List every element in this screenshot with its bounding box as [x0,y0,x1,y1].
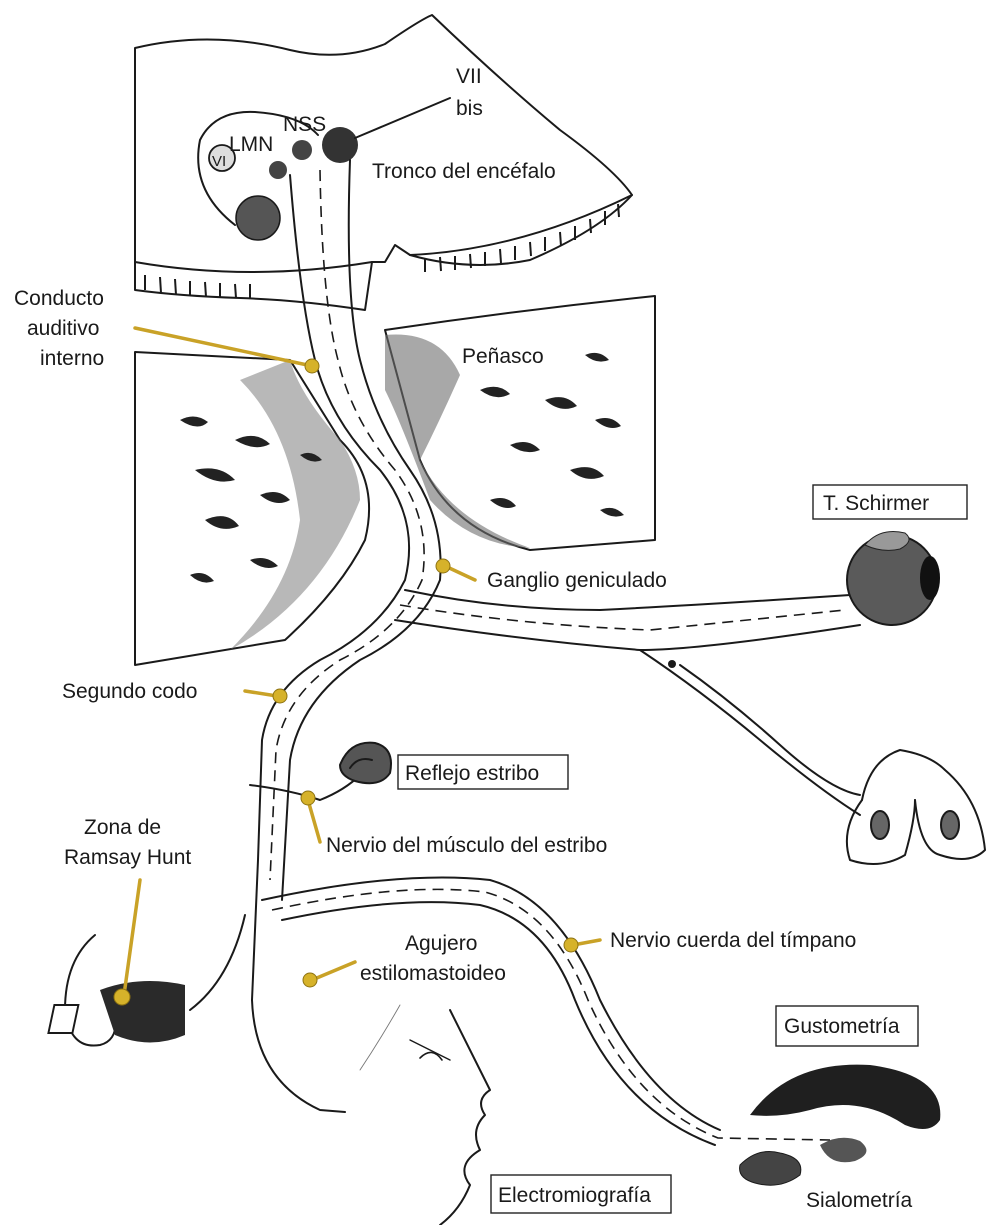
label-foramen-2: estilomastoideo [360,962,506,985]
label-vii-bis-1: VII [456,65,482,88]
label-chorda: Nervio cuerda del tímpano [610,929,856,952]
label-gustometry: Gustometría [784,1015,900,1038]
label-canal-3: interno [40,347,104,370]
label-ramsay-1: Zona de [84,816,161,839]
label-sialometry: Sialometría [806,1189,913,1212]
face-icon [360,1005,490,1225]
label-stapedius-nerve: Nervio del músculo del estribo [326,834,607,857]
label-ramsay-2: Ramsay Hunt [64,846,191,869]
facial-nerve-trunk [190,160,860,1145]
vii-bis-nucleus [322,127,358,163]
ear-icon [0,935,185,1046]
label-leaders [114,328,600,1005]
salivary-gland-icon [740,1065,941,1186]
label-petrous: Peñasco [462,345,544,368]
label-brainstem: Tronco del encéfalo [372,160,556,183]
lmn-nucleus [269,161,287,179]
label-foramen-1: Agujero [405,932,477,955]
label-electromyography: Electromiografía [498,1184,651,1207]
label-lmn: LMN [229,133,273,156]
label-vi: VI [212,153,226,170]
eye-icon [847,532,940,626]
nss-nucleus [292,140,312,160]
nose-icon [847,750,985,864]
facial-motor-nucleus [236,196,280,240]
label-nss: NSS [283,113,326,136]
label-canal-1: Conducto [14,287,104,310]
stapedius-icon [340,743,391,784]
label-canal-2: auditivo [27,317,99,340]
label-stapedial-reflex: Reflejo estribo [405,762,539,785]
label-schirmer: T. Schirmer [823,492,929,515]
label-vii-bis-2: bis [456,97,483,120]
label-second-bend: Segundo codo [62,680,197,703]
label-geniculate: Ganglio geniculado [487,569,667,592]
canal-sheath-left [230,360,360,650]
